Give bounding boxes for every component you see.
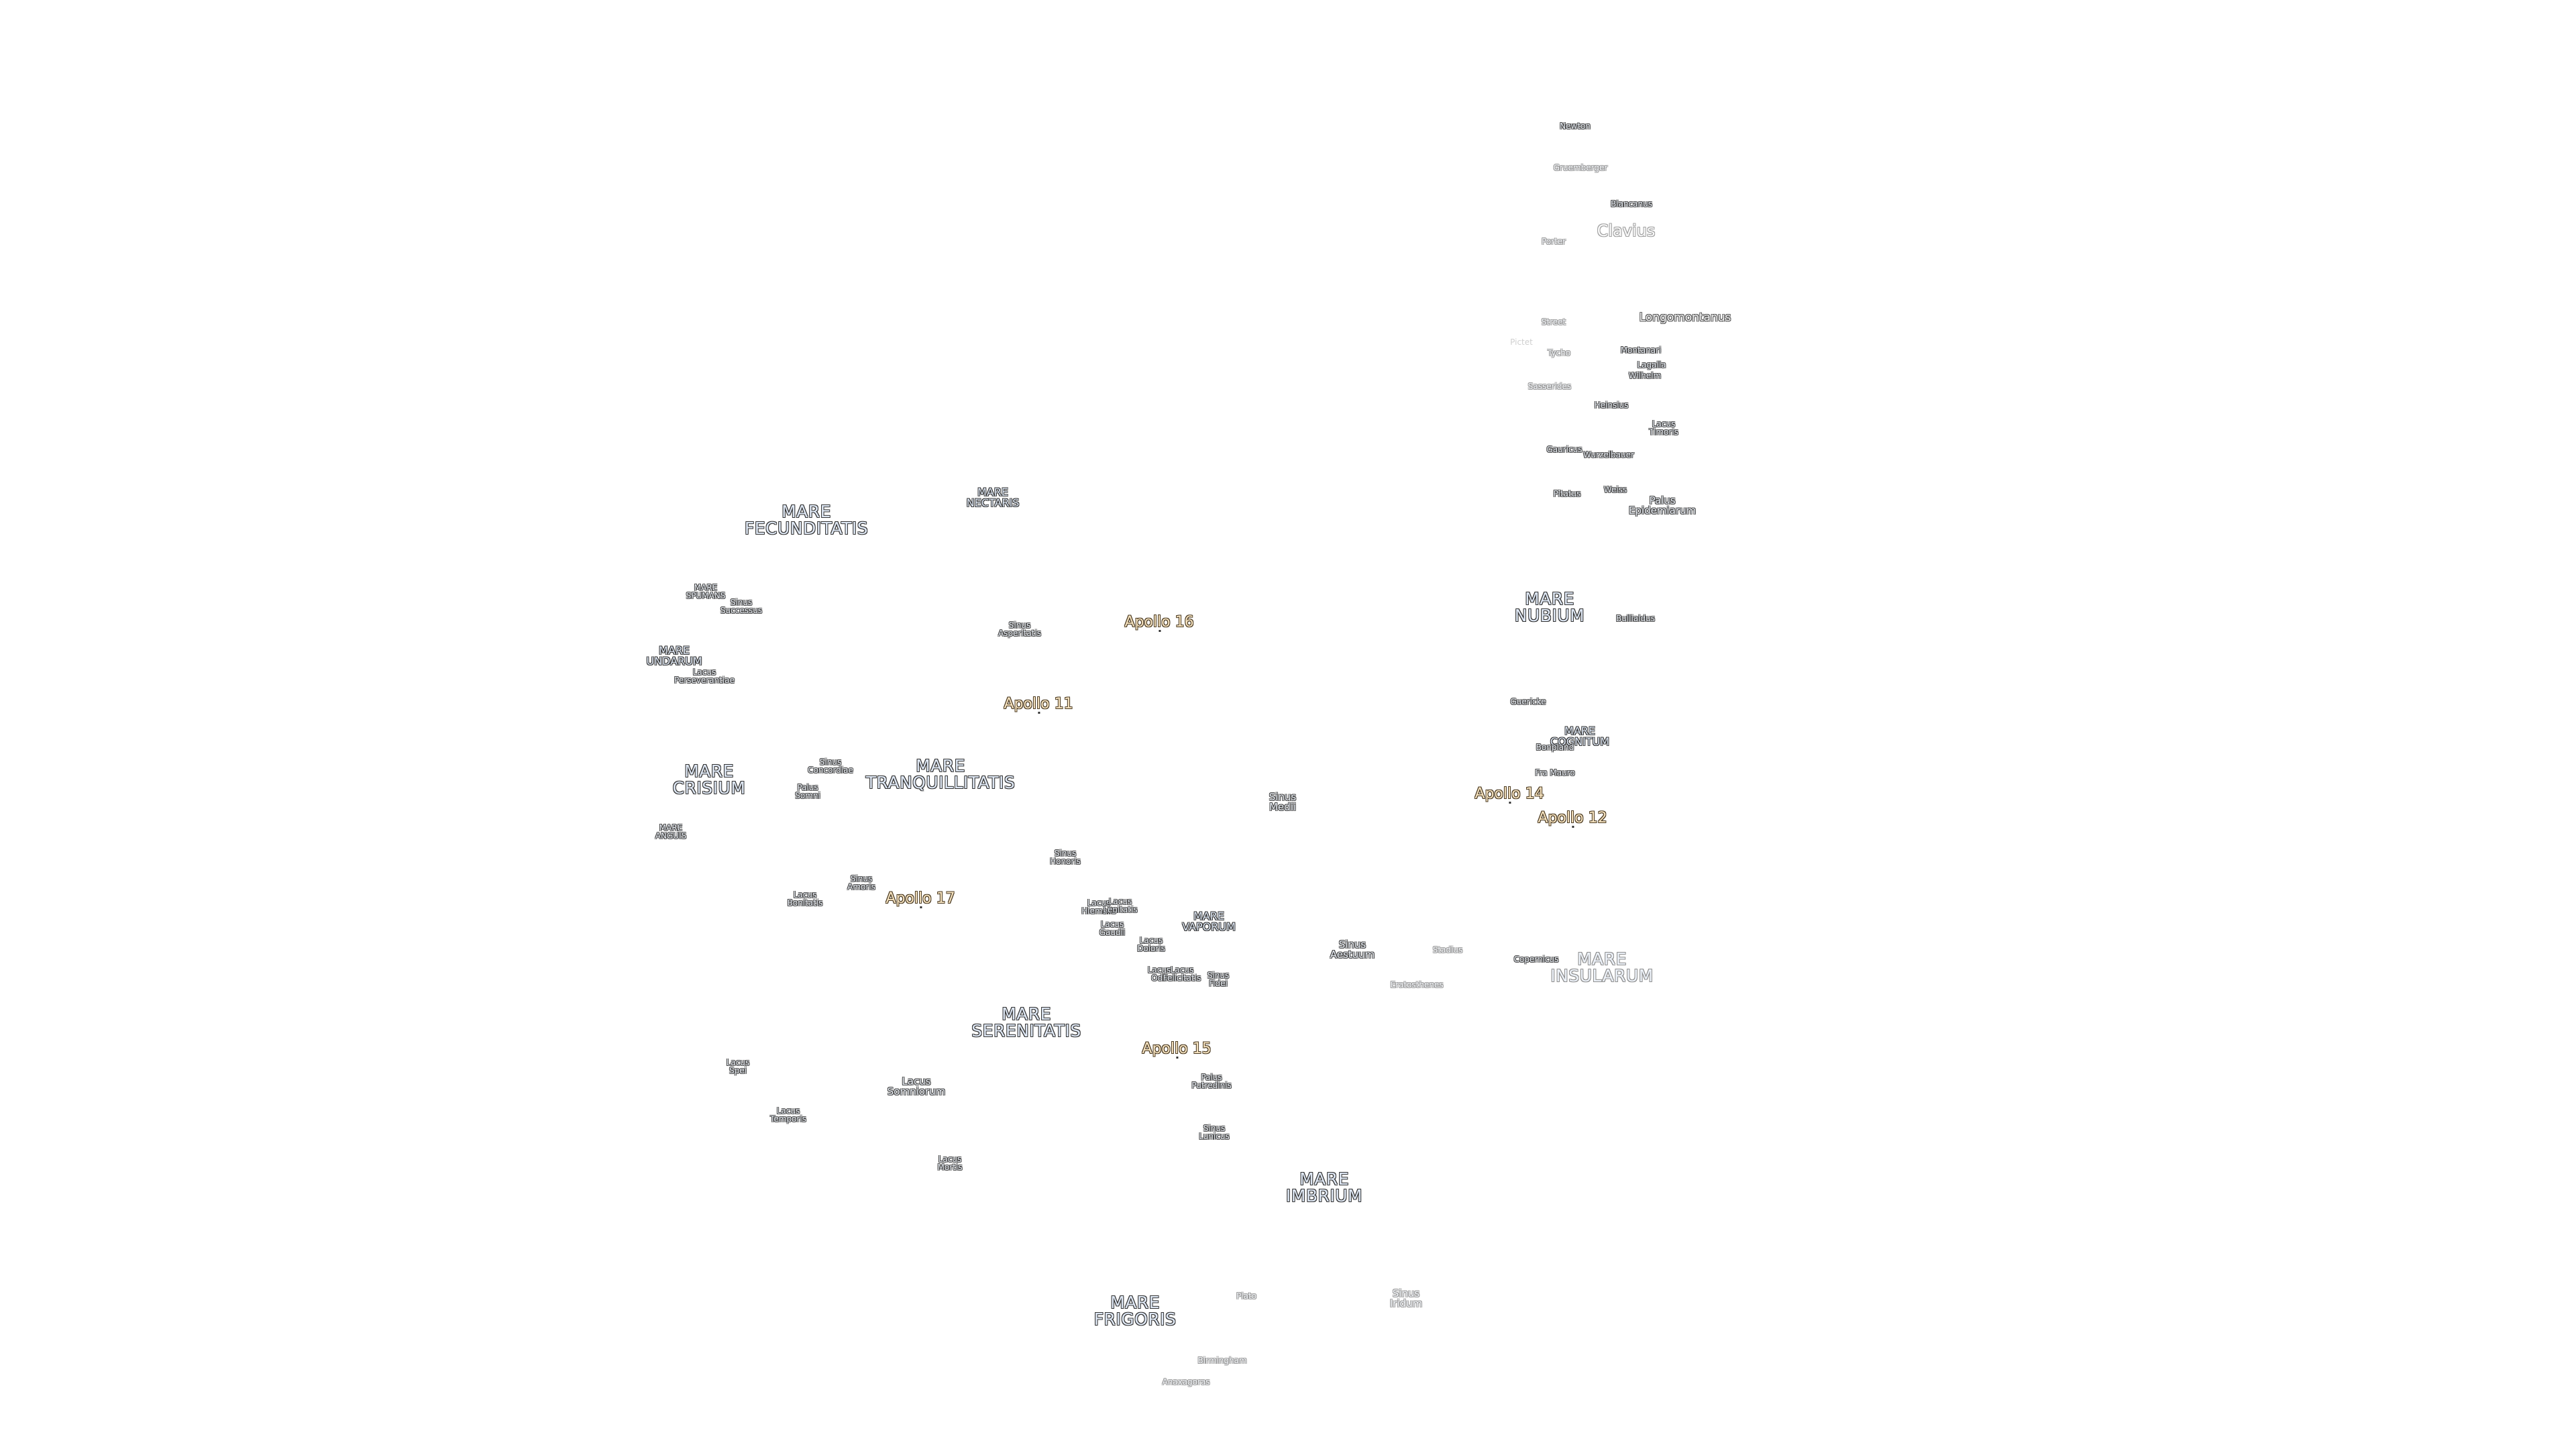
label-apollo-16[interactable]: Apollo 16 [1124,614,1194,632]
label-bullialdus: Bullialdus [1615,614,1656,623]
label-palus-somni: Palus Somni [795,783,820,800]
label-lacus-somniorum: Lacus Somniorum [887,1075,946,1097]
label-anaxagoras: Anaxagoras [1162,1377,1210,1387]
label-sinus-medii: Sinus Medii [1269,791,1297,813]
label-eratosthenes: Eratosthenes [1390,980,1444,989]
label-apollo-12[interactable]: Apollo 12 [1538,810,1607,828]
label-plato: Plato [1236,1291,1256,1301]
label-clavius: Clavius [1597,221,1656,240]
label-montanari: Montanari [1620,345,1662,355]
label-sinus-iridum: Sinus Iridum [1389,1287,1423,1309]
label-wurzelbauer: Wurzelbauer [1583,450,1634,460]
label-sinus-successus: Sinus Successus [720,598,763,615]
label-heinsius: Heinsius [1594,400,1629,410]
label-lacus-hiemalis: Lacus Hiemalis [1081,898,1116,916]
label-gauricus: Gauricus [1546,445,1582,454]
label-pictet: Pictet [1510,337,1533,347]
label-apollo-17[interactable]: Apollo 17 [885,890,955,908]
label-tycho: Tycho [1547,348,1571,358]
label-lacus-odii: Lacus Odii [1147,965,1171,983]
label-mare-crisium: MARE CRISIUM [672,761,746,798]
label-mare-fecunditatis: MARE FECUNDITATIS [744,502,869,538]
label-mare-nubium: MARE NUBIUM [1514,589,1585,625]
label-mare-imbrium: MARE IMBRIUM [1285,1169,1363,1205]
label-sinus-fidei: Sinus Fidei [1207,971,1230,988]
label-lacus-bonitatis: Lacus Bonitatis [787,890,823,908]
label-sinus-amoris: Sinus Amoris [847,874,875,892]
label-weiss: Weiss [1603,485,1627,494]
label-sinus-aestuum: Sinus Aestuum [1330,938,1375,961]
label-lacus-lenitatis: Lacus Lenitatis [1103,897,1138,914]
label-lacus-doloris: Lacus Doloris [1137,936,1165,953]
label-mare-nectaris: MARE NECTARIS [966,486,1020,509]
label-mare-anguis: MARE ANGUIS [655,823,687,841]
label-porter: Porter [1541,237,1566,246]
label-mare-vaporum: MARE VAPORUM [1182,910,1236,933]
label-sasserides: Sasserides [1527,382,1572,391]
label-palus-putredinis: Palus Putredinis [1191,1073,1232,1090]
label-sinus-honoris: Sinus Honoris [1050,849,1081,866]
label-mare-insularum: MARE INSULARUM [1550,949,1654,985]
label-wilhelm: Wilhelm [1628,371,1662,380]
label-longomontanus: Longomontanus [1639,311,1731,325]
label-fra-mauro: Fra Mauro [1535,768,1575,777]
label-mare-frigoris: MARE FRIGORIS [1093,1293,1177,1329]
label-sinus-concordiae: Sinus Concordiae [808,757,853,775]
label-mare-undarum: MARE UNDARUM [646,644,702,667]
label-bonpland: Bonpland [1536,743,1574,752]
label-apollo-15[interactable]: Apollo 15 [1142,1040,1212,1059]
label-street: Street [1541,317,1566,327]
label-lacus-gaudii: Lacus Gaudii [1099,920,1126,937]
label-gruemberger: Gruemberger [1553,163,1608,172]
label-stadius: Stadius [1432,945,1463,955]
label-apollo-11[interactable]: Apollo 11 [1004,696,1073,714]
label-sinus-lunicus: Sinus Lunicus [1199,1124,1230,1141]
label-lacus-temporis: Lacus Temporis [770,1106,806,1124]
label-palus-epidemiarum: Palus Epidemiarum [1628,494,1697,517]
label-birmingham: Birmingham [1197,1356,1247,1365]
label-lagalla: Lagalla [1637,360,1666,370]
label-lacus-spei: Lacus Spei [726,1058,750,1075]
label-blancanus: Blancanus [1611,199,1652,209]
label-apollo-14[interactable]: Apollo 14 [1474,786,1544,804]
label-mare-cognitum: MARE COGNITUM [1550,724,1610,748]
label-mare-serenitatis: MARE SERENITATIS [971,1004,1081,1040]
label-lacus-felicitatis: Lacus Felicitatis [1163,965,1201,983]
label-mare-spumans: MARE SPUMANS [686,583,726,600]
label-sinus-asperitatis: Sinus Asperitatis [998,621,1042,638]
label-guericke: Guericke [1510,697,1546,706]
label-lacus-perseverantiae: Lacus Perseverantiae [674,667,735,685]
label-lacus-mortis: Lacus Mortis [937,1155,963,1172]
label-mare-tranquillitatis: MARE TRANQUILLITATIS [865,756,1016,792]
label-pitatus: Pitatus [1553,489,1581,498]
label-lacus-timoris: Lacus Timoris [1649,419,1678,437]
label-copernicus: Copernicus [1513,955,1559,964]
label-newton: Newton [1560,121,1591,131]
